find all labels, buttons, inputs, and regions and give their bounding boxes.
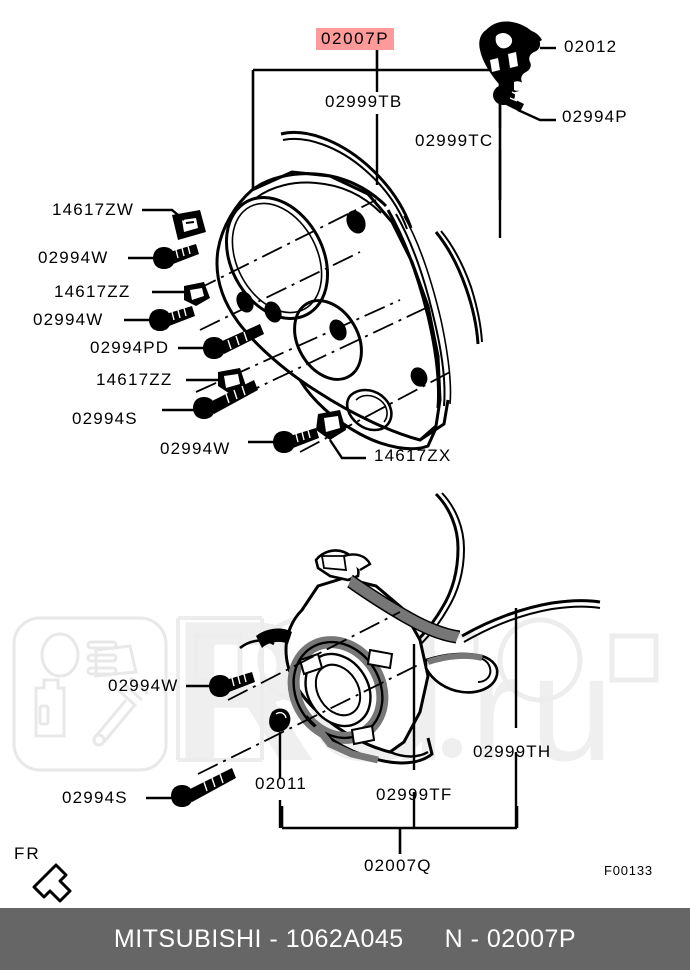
leader-02994P <box>517 108 556 122</box>
callout-assembly-top[interactable]: 02007P <box>316 28 395 50</box>
part-bracket-02012 <box>479 21 542 93</box>
callout-clip-zz-lower[interactable]: 14617ZZ <box>96 370 173 389</box>
part-clip-14617ZZ-upper <box>184 282 210 306</box>
footer-dash-1: - <box>269 924 279 953</box>
callout-seal-tc[interactable]: 02999TC <box>415 131 494 150</box>
callout-bolt-w1[interactable]: 02994W <box>38 248 109 267</box>
leader-14617ZW <box>142 208 185 221</box>
callout-bolt-s2[interactable]: 02994S <box>62 788 128 807</box>
part-seal-02999TB <box>280 131 413 230</box>
part-plug-02011 <box>269 708 291 732</box>
part-bolt-02994P <box>493 85 524 112</box>
part-bolt-02994W-2 <box>149 306 195 331</box>
footer-dash-2: - <box>470 924 480 953</box>
bracket-frame-bottom <box>280 806 519 854</box>
drawing-code: F00133 <box>604 863 653 878</box>
part-clip-14617ZX <box>316 410 346 440</box>
callout-plug[interactable]: 02011 <box>255 774 308 793</box>
fr-arrow-icon <box>32 863 72 903</box>
callout-bolt-w3[interactable]: 02994W <box>160 439 231 458</box>
footer-bar: MITSUBISHI - 1062A045 N - 02007P <box>0 908 690 970</box>
part-bolt-02994W-3 <box>273 428 319 453</box>
footer-brand: MITSUBISHI <box>113 924 262 953</box>
callout-seal-th[interactable]: 02999TH <box>473 742 552 761</box>
part-seal-02999TH <box>461 599 601 643</box>
callout-bolt-w2[interactable]: 02994W <box>33 310 104 329</box>
callout-bolt-pd[interactable]: 02994PD <box>90 338 170 357</box>
callout-bolt-w4[interactable]: 02994W <box>108 676 179 695</box>
part-bolt-02994S-1 <box>193 380 258 419</box>
callout-bolt-bracket[interactable]: 02994P <box>562 107 628 126</box>
part-bolt-02994W-1 <box>153 244 199 269</box>
callout-clip-zx[interactable]: 14617ZX <box>374 446 452 465</box>
callout-clip-zz-upper[interactable]: 14617ZZ <box>54 282 131 301</box>
leader-14617ZX <box>329 439 366 460</box>
footer-drawing-no: 1062A045 <box>285 924 404 953</box>
part-bolt-02994S-2 <box>171 768 236 807</box>
part-bolt-02994PD <box>203 324 264 359</box>
callout-clip-zw[interactable]: 14617ZW <box>52 200 135 219</box>
callout-seal-tb[interactable]: 02999TB <box>325 92 403 111</box>
footer-note-prefix: N <box>444 924 464 953</box>
fr-orientation-label: FR <box>14 844 41 863</box>
callout-assembly-bottom[interactable]: 02007Q <box>364 856 432 875</box>
footer-text: MITSUBISHI - 1062A045 N - 02007P <box>114 925 576 954</box>
part-timing-belt-cover-upper <box>215 170 452 451</box>
part-seal-02999TC <box>434 230 483 345</box>
callout-bracket[interactable]: 02012 <box>564 37 618 56</box>
callout-bolt-s1[interactable]: 02994S <box>72 409 138 428</box>
footer-note-part: 02007P <box>486 924 577 953</box>
callout-seal-tf[interactable]: 02999TF <box>376 785 453 804</box>
